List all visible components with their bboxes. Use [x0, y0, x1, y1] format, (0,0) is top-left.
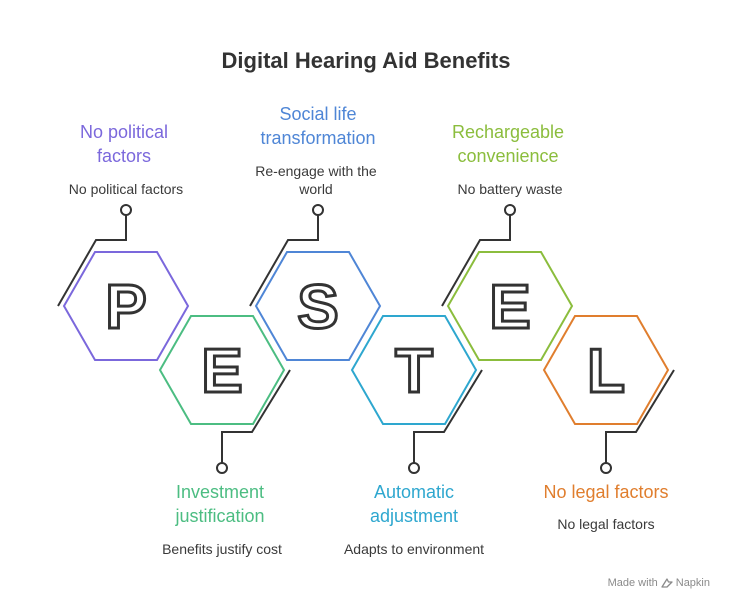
- desc-environmental: No battery waste: [457, 181, 563, 197]
- connector-dot-legal: [600, 462, 612, 474]
- heading-legal: No legal factors: [543, 482, 669, 502]
- heading-economic: Investment justification: [175, 482, 265, 526]
- connector-dot-environmental: [504, 204, 516, 216]
- connector-dot-social: [312, 204, 324, 216]
- hexagon-economic: E: [158, 315, 291, 474]
- hexagon-political: P: [57, 204, 190, 361]
- connector-economic: [221, 369, 291, 465]
- letter-environmental: E: [489, 273, 530, 342]
- hexagon-outline-political: [62, 251, 190, 361]
- hexagon-outline-economic: [158, 315, 286, 425]
- desc-technological: Adapts to environment: [343, 541, 485, 557]
- hexagon-outline-environmental: [446, 251, 574, 361]
- letter-social: S: [297, 273, 338, 342]
- heading-technological: Automatic adjustment: [369, 482, 459, 526]
- connector-political: [57, 213, 127, 307]
- napkin-logo-icon: [661, 578, 673, 588]
- hexagon-legal: L: [542, 315, 675, 474]
- hexagon-social: S: [249, 204, 382, 361]
- footer-brand: Napkin: [675, 577, 710, 589]
- desc-social: Re-engage with the world: [255, 163, 377, 197]
- connector-dot-economic: [216, 462, 228, 474]
- connector-dot-technological: [408, 462, 420, 474]
- letter-technological: T: [395, 337, 433, 406]
- hexagon-outline-legal: [542, 315, 670, 425]
- heading-social: Social life transformation: [260, 104, 376, 148]
- desc-legal: No legal factors: [557, 516, 655, 532]
- hexagon-outline-technological: [350, 315, 478, 425]
- hexagon-outline-social: [254, 251, 382, 361]
- connector-technological: [413, 369, 483, 465]
- connector-social: [249, 213, 319, 307]
- connector-dot-political: [120, 204, 132, 216]
- footer-made-with: Made with: [607, 577, 658, 589]
- footer-attribution[interactable]: Made with Napkin: [608, 577, 710, 589]
- heading-political: No political factors: [79, 122, 169, 166]
- hexagon-environmental: E: [441, 204, 574, 361]
- desc-economic: Benefits justify cost: [162, 541, 282, 557]
- letter-economic: E: [201, 337, 242, 406]
- letter-legal: L: [587, 337, 625, 406]
- connector-legal: [605, 369, 675, 465]
- desc-political: No political factors: [68, 181, 184, 197]
- hexagon-technological: T: [350, 315, 483, 474]
- heading-environmental: Rechargeable convenience: [451, 122, 565, 166]
- letter-political: P: [105, 273, 146, 342]
- connector-environmental: [441, 213, 511, 307]
- page-title: Digital Hearing Aid Benefits: [221, 48, 511, 73]
